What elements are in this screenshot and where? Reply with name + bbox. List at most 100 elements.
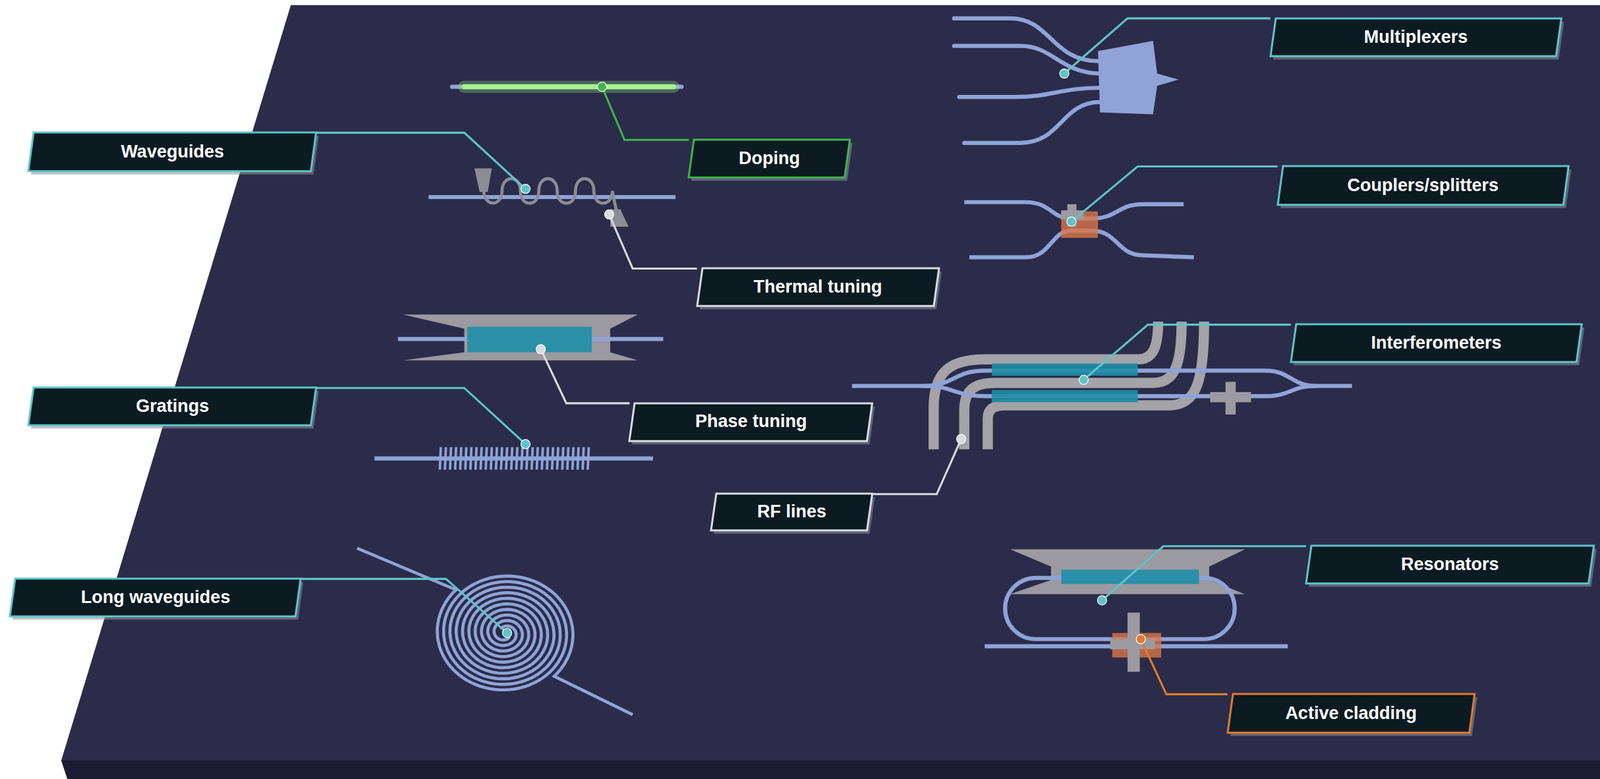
grating-part <box>480 447 482 470</box>
interferometer-part <box>1225 381 1236 415</box>
leader-dots-part <box>1136 634 1146 644</box>
grating-part <box>552 447 554 470</box>
grating-part <box>511 447 513 470</box>
chip-board-part <box>61 5 1600 761</box>
label-text: Phase tuning <box>695 411 808 432</box>
ring-resonator-part <box>1004 577 1235 640</box>
leader-dots-part <box>1097 595 1107 605</box>
label-text: RF lines <box>757 502 827 522</box>
grating-part <box>506 447 508 470</box>
ring-resonator-part <box>1110 639 1156 650</box>
label-text: Interferometers <box>1370 333 1502 354</box>
leader-lines-part <box>1083 324 1291 381</box>
leader-lines-part <box>872 438 962 495</box>
multiplexer-part <box>954 18 1100 62</box>
label-box <box>1270 18 1562 57</box>
callout-label: Multiplexers <box>1270 18 1562 57</box>
leader-lines-part <box>1071 166 1278 223</box>
grating-part <box>536 447 538 470</box>
doped-waveguide-part <box>452 85 682 89</box>
grating-part <box>556 447 559 470</box>
multiplexer-part <box>964 102 1100 143</box>
leader-lines-part <box>1101 546 1307 601</box>
callout-label: RF lines <box>711 493 873 531</box>
label-text: Waveguides <box>120 142 225 163</box>
multiplexer-part <box>959 87 1101 97</box>
callout-label: Active cladding <box>1227 693 1475 733</box>
grating-part <box>521 447 523 470</box>
leader-dots-part <box>536 344 546 354</box>
interferometer-part <box>987 321 1204 450</box>
callout-label: Resonators <box>1306 545 1595 584</box>
label-text: Long waveguides <box>81 587 231 608</box>
leader-lines-part <box>608 214 697 269</box>
leader-dots-part <box>520 439 530 449</box>
callout-label: Thermal tuning <box>697 268 940 306</box>
leader-lines-part <box>301 578 508 633</box>
label-box <box>1306 545 1595 584</box>
leader-dots-part <box>604 209 614 219</box>
leader-dots-part <box>1079 374 1089 385</box>
grating-part <box>459 447 462 470</box>
phase-shifter <box>398 314 664 361</box>
label-text: Doping <box>738 148 800 169</box>
callout-label: Interferometers <box>1290 324 1582 362</box>
leader-dots <box>502 69 1146 644</box>
callout-label: Doping <box>688 139 851 178</box>
grating-part <box>439 447 441 470</box>
interferometer-part <box>991 390 1138 403</box>
callout-label: Waveguides <box>28 132 317 172</box>
thermal-heater-part <box>474 168 492 193</box>
leader-dots-part <box>520 184 530 194</box>
grating-part <box>470 447 472 470</box>
grating-part <box>455 447 457 470</box>
leader-dots-part <box>1066 216 1077 227</box>
chip-board-part <box>61 760 1600 779</box>
interferometer <box>852 321 1353 450</box>
leader-dots-part <box>502 628 513 638</box>
label-box <box>711 493 873 531</box>
leader-lines <box>301 18 1307 695</box>
label-box <box>28 132 317 172</box>
grating-part <box>567 447 569 470</box>
label-text: Multiplexers <box>1364 27 1469 48</box>
callout-label: Phase tuning <box>629 403 873 441</box>
grating <box>374 447 654 470</box>
leader-lines-part <box>316 388 526 445</box>
multiplexer-part <box>1097 40 1179 115</box>
grating-part <box>500 447 503 470</box>
thermal-heater <box>428 168 676 227</box>
grating-part <box>587 447 590 470</box>
grating-part <box>444 447 447 470</box>
grating-part <box>465 447 467 470</box>
grating-part <box>546 447 549 470</box>
multiplexer-part <box>954 46 1100 74</box>
interferometer-part <box>991 363 1138 376</box>
label-text: Couplers/splitters <box>1347 175 1500 196</box>
label-box <box>1227 693 1475 733</box>
leader-lines-part <box>316 132 526 189</box>
label-box <box>9 578 301 617</box>
grating-part <box>526 447 528 470</box>
spiral-waveguide-part <box>443 575 633 715</box>
doped-waveguide-part <box>464 80 674 93</box>
label-box <box>688 139 851 178</box>
label-box <box>697 268 940 306</box>
thermal-heater-part <box>428 195 676 200</box>
phase-shifter-part <box>467 326 592 353</box>
spiral-waveguide <box>357 548 633 715</box>
label-text: Gratings <box>135 396 209 417</box>
leader-dots-part <box>956 434 967 444</box>
label-box <box>1290 324 1582 362</box>
grating-part <box>582 447 584 470</box>
callout-label: Long waveguides <box>9 578 301 617</box>
callout-label: Gratings <box>28 387 317 426</box>
grating-part <box>374 456 654 460</box>
label-box <box>28 387 317 426</box>
leader-lines-part <box>1140 639 1228 695</box>
grating-part <box>490 447 493 470</box>
coupler <box>964 202 1194 258</box>
leader-dots-part <box>1059 69 1069 79</box>
grating-part <box>562 447 564 470</box>
leader-lines-part <box>602 86 690 141</box>
